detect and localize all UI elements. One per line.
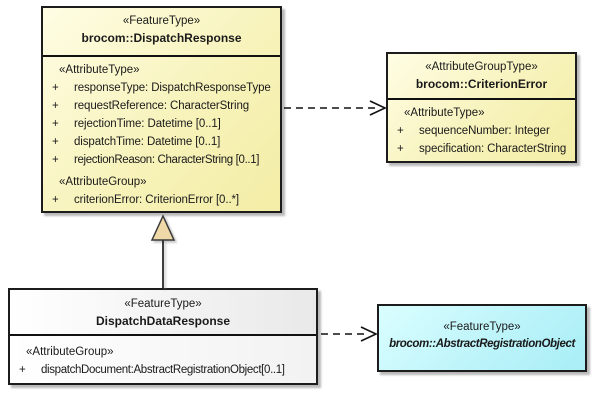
attribute-row: + specification: CharacterString bbox=[388, 140, 575, 158]
generalization-arrow-dispatchdataresponse-dispatchresponse[interactable] bbox=[150, 214, 176, 288]
attribute-text: criterionError: CriterionError [0..*] bbox=[74, 194, 240, 206]
attribute-section-heading: «AttributeType» bbox=[404, 107, 485, 119]
attribute-section-heading: «AttributeGroup» bbox=[26, 346, 114, 358]
attribute-row: + sequenceNumber: Integer bbox=[388, 122, 575, 140]
class-stereotype: «AttributeGroupType» bbox=[425, 61, 538, 73]
class-stereotype: «FeatureType» bbox=[124, 298, 202, 310]
attribute-row: + responseType: DispatchResponseType bbox=[43, 79, 280, 97]
class-header: «FeatureType» brocom::DispatchResponse bbox=[43, 8, 280, 55]
visibility-marker: + bbox=[52, 154, 59, 166]
class-box-abstract-registration-object[interactable]: «FeatureType» brocom::AbstractRegistrati… bbox=[377, 304, 587, 372]
attribute-text: responseType: DispatchResponseType bbox=[74, 82, 271, 94]
visibility-marker: + bbox=[397, 143, 404, 155]
attribute-row: + criterionError: CriterionError [0..*] bbox=[43, 191, 280, 209]
class-name: brocom::CriterionError bbox=[415, 77, 548, 91]
class-name: brocom::AbstractRegistrationObject bbox=[389, 338, 575, 350]
visibility-marker: + bbox=[52, 82, 59, 94]
attributes-compartment: «AttributeType» + sequenceNumber: Intege… bbox=[388, 100, 575, 158]
attributes-compartment: «AttributeGroup» + dispatchDocument:Abst… bbox=[10, 336, 316, 383]
attributes-compartment: «AttributeType» + responseType: Dispatch… bbox=[43, 57, 280, 209]
class-stereotype: «FeatureType» bbox=[122, 15, 201, 27]
class-box-criterion-error[interactable]: «AttributeGroupType» brocom::CriterionEr… bbox=[386, 52, 577, 163]
class-box-dispatch-data-response[interactable]: «FeatureType» DispatchDataResponse «Attr… bbox=[8, 288, 318, 385]
dependency-arrow-dispatchdataresponse-abstractregistrationobject[interactable] bbox=[321, 326, 378, 342]
attribute-row: + dispatchDocument:AbstractRegistrationO… bbox=[10, 361, 316, 379]
attribute-text: rejectionTime: Datetime [0..1] bbox=[74, 118, 221, 130]
attribute-row: + rejectionReason: CharacterString [0..1… bbox=[43, 151, 280, 169]
dependency-arrow-dispatchresponse-criterionerror[interactable] bbox=[284, 100, 387, 116]
visibility-marker: + bbox=[52, 194, 59, 206]
class-box-dispatch-response[interactable]: «FeatureType» brocom::DispatchResponse «… bbox=[41, 6, 282, 213]
attribute-row: + requestReference: CharacterString bbox=[43, 97, 280, 115]
attribute-text: requestReference: CharacterString bbox=[74, 100, 250, 112]
attribute-row: + rejectionTime: Datetime [0..1] bbox=[43, 115, 280, 133]
compartment-separator bbox=[43, 55, 280, 57]
compartment-separator bbox=[388, 98, 575, 100]
attribute-section-heading: «AttributeType» bbox=[59, 64, 140, 76]
class-header: «AttributeGroupType» brocom::CriterionEr… bbox=[388, 54, 575, 98]
visibility-marker: + bbox=[52, 136, 59, 148]
class-header: «FeatureType» DispatchDataResponse bbox=[10, 290, 316, 336]
attribute-text: dispatchDocument:AbstractRegistrationObj… bbox=[41, 364, 285, 376]
visibility-marker: + bbox=[52, 100, 59, 112]
visibility-marker: + bbox=[52, 118, 59, 130]
class-name: brocom::DispatchResponse bbox=[81, 31, 242, 45]
attribute-text: sequenceNumber: Integer bbox=[419, 125, 550, 137]
attribute-row: + dispatchTime: Datetime [0..1] bbox=[43, 133, 280, 151]
class-name: DispatchDataResponse bbox=[95, 314, 231, 328]
class-stereotype: «FeatureType» bbox=[443, 321, 521, 333]
attribute-text: rejectionReason: CharacterString [0..1] bbox=[74, 154, 260, 166]
visibility-marker: + bbox=[19, 364, 26, 376]
visibility-marker: + bbox=[397, 125, 404, 137]
attribute-text: dispatchTime: Datetime [0..1] bbox=[74, 136, 221, 148]
attribute-text: specification: CharacterString bbox=[419, 143, 567, 155]
attribute-section-heading: «AttributeGroup» bbox=[59, 176, 147, 188]
